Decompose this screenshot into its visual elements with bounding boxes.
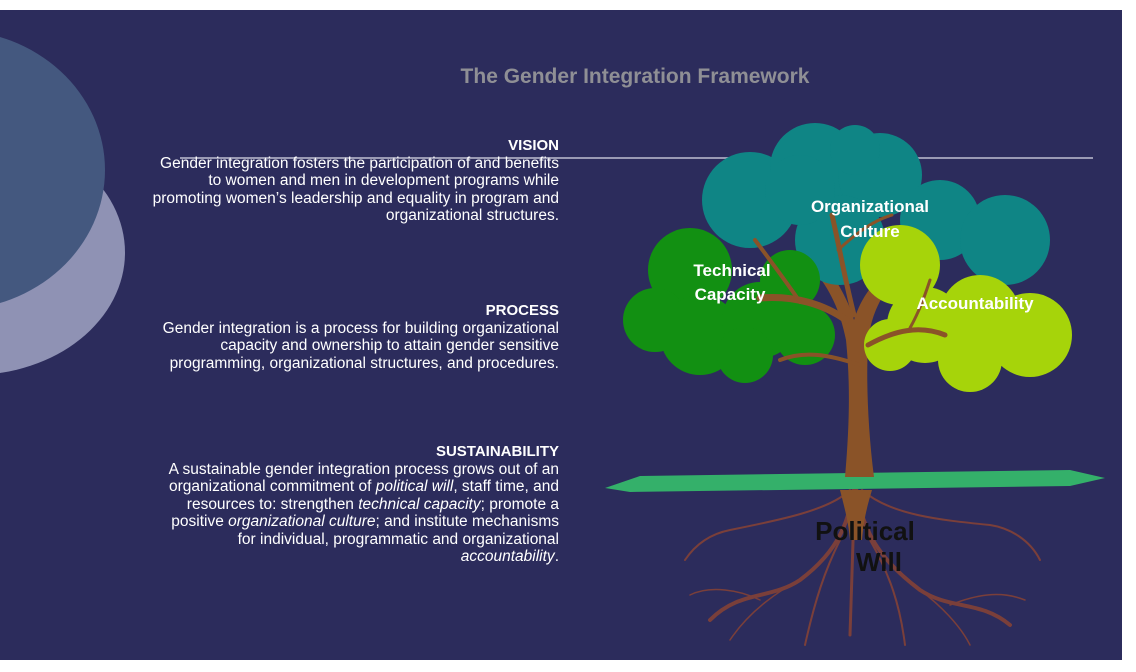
vision-text: Gender integration fosters the participa… bbox=[152, 154, 559, 225]
title-divider bbox=[180, 157, 1093, 159]
sustainability-emphasis: technical capacity bbox=[358, 495, 481, 513]
process-heading: PROCESS bbox=[485, 302, 559, 319]
sustainability-text-part: A sustainable gender integration process… bbox=[168, 460, 559, 496]
sustainability-text-part: . bbox=[554, 548, 559, 565]
slide-title: The Gender Integration Framework bbox=[460, 65, 810, 88]
label-technical-capacity-line2: Capacity bbox=[695, 285, 766, 304]
sustainability-emphasis: political will bbox=[375, 478, 454, 495]
label-political-will-line2: Will bbox=[856, 547, 902, 577]
sustainability-text-part: , staff time, and resources to: strength… bbox=[186, 478, 559, 513]
label-accountability: Accountability bbox=[916, 294, 1034, 313]
sustainability-text-part: ; and institute mechanisms for individua… bbox=[237, 513, 559, 548]
sustainability-emphasis: organizational culture bbox=[228, 513, 376, 530]
label-organizational-culture-line2: Culture bbox=[840, 222, 900, 241]
branches bbox=[753, 212, 948, 367]
sustainability-text-part: ; promote a positive bbox=[171, 495, 559, 531]
label-organizational-culture-line1: Organizational bbox=[811, 197, 929, 216]
sustainability-section: SUSTAINABILITY A sustainable gender inte… bbox=[150, 443, 559, 566]
trunk bbox=[814, 266, 900, 477]
trunk-base bbox=[840, 490, 872, 540]
process-section: PROCESS Gender integration is a process … bbox=[150, 302, 559, 372]
label-technical-capacity-line1: Technical bbox=[693, 261, 770, 280]
slide: The Gender Integration Framework VISION … bbox=[0, 10, 1122, 660]
sustainability-text: A sustainable gender integration process… bbox=[169, 461, 559, 566]
canopy-accountability bbox=[860, 225, 1072, 392]
vision-section: VISION Gender integration fosters the pa… bbox=[150, 137, 559, 225]
roots bbox=[684, 478, 1041, 646]
sustainability-heading: SUSTAINABILITY bbox=[435, 443, 559, 460]
process-text: Gender integration is a process for buil… bbox=[162, 319, 559, 372]
canopy-technical bbox=[623, 228, 835, 383]
vision-heading: VISION bbox=[508, 137, 559, 154]
ground-platform bbox=[605, 470, 1105, 492]
canopy-culture bbox=[702, 123, 1050, 285]
sustainability-emphasis: accountability bbox=[460, 548, 555, 565]
tree-diagram: Organizational Culture Technical Capacit… bbox=[605, 123, 1105, 646]
label-political-will-line1: Political bbox=[815, 516, 915, 546]
